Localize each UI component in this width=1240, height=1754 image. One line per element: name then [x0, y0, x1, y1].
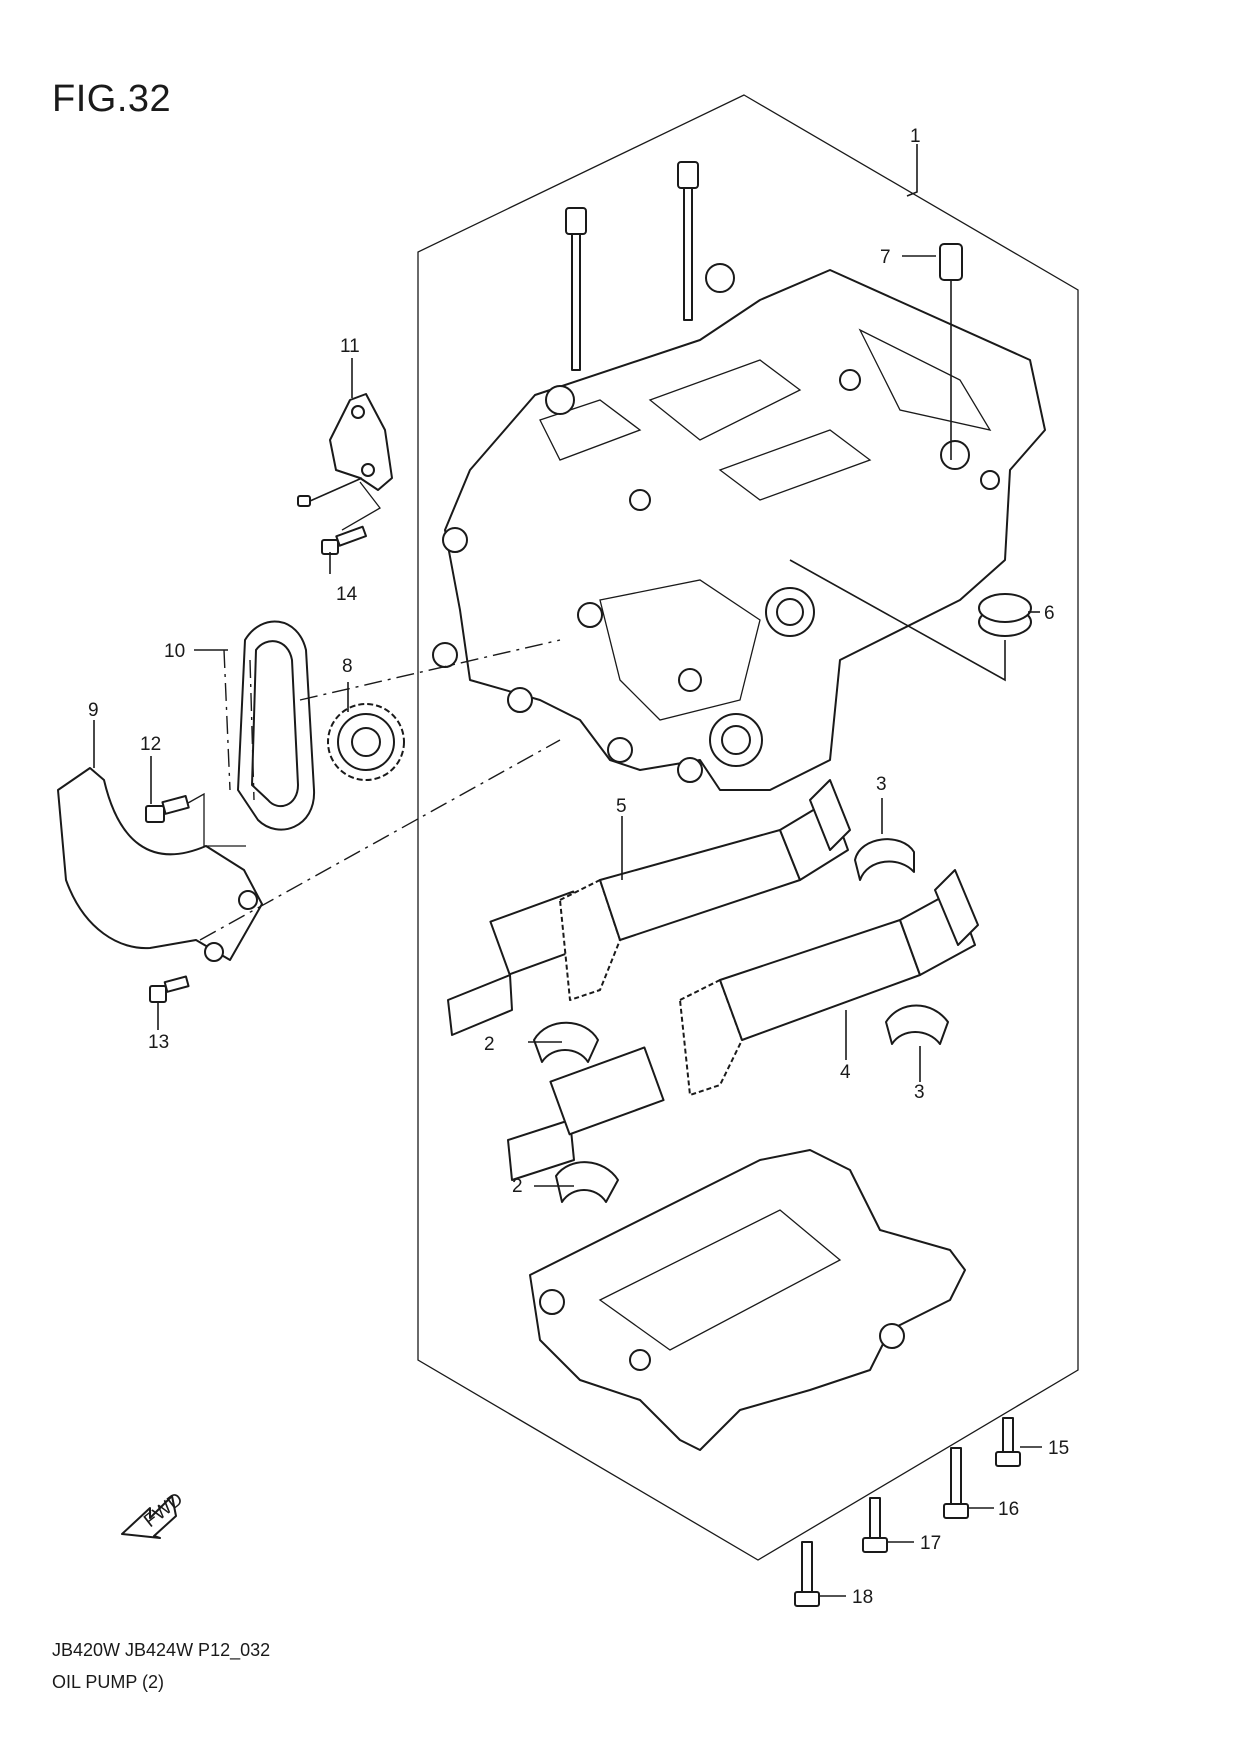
callout-17: 17: [920, 1533, 941, 1554]
figure-name-caption: OIL PUMP (2): [52, 1672, 165, 1692]
lower-bolt-part: [794, 1417, 1021, 1607]
callout-3: 3: [876, 774, 887, 795]
callout-5: 5: [616, 796, 627, 817]
timing-chain-part: [223, 620, 316, 831]
callout-18: 18: [852, 1587, 873, 1608]
callout-15: 15: [1048, 1438, 1069, 1459]
bearing-half-part: [533, 838, 949, 1203]
tensioner-bolt-part: [321, 525, 368, 555]
model-code-caption: JB420W JB424W P12_032: [52, 1640, 271, 1660]
chain-tensioner-part: [297, 393, 393, 531]
balancer-shaft-lower-part: [507, 869, 979, 1181]
alignment-centerline: [299, 639, 561, 701]
callout-4: 4: [840, 1062, 851, 1083]
callout-7: 7: [880, 247, 891, 268]
chain-guide-bolt-part: [145, 792, 246, 847]
callout-2: 2: [512, 1176, 523, 1197]
leader-lines: [93, 144, 1042, 1597]
callout-6: 6: [1044, 603, 1055, 624]
cover-bolt-part: [149, 975, 190, 1003]
seal-ring-part: [789, 559, 1032, 682]
callout-10: 10: [164, 641, 185, 662]
callout-3: 3: [914, 1082, 925, 1103]
lower-case-part: [529, 1149, 966, 1451]
figure-title: FIG.32: [52, 78, 172, 120]
upper-housing-part: [432, 263, 1046, 791]
callout-9: 9: [88, 700, 99, 721]
sprocket-part: [327, 703, 405, 781]
callout-8: 8: [342, 656, 353, 677]
callout-12: 12: [140, 734, 161, 755]
callout-11: 11: [340, 336, 360, 357]
long-bolt-part: [565, 161, 699, 371]
callout-1: 1: [910, 126, 921, 147]
cover-plate-part: [57, 767, 263, 962]
alignment-centerline: [199, 739, 561, 941]
callout-2: 2: [484, 1034, 495, 1055]
forward-direction-icon: FWD: [121, 1489, 187, 1539]
balancer-shaft-upper-part: [447, 779, 851, 1036]
dowel-pin-part: [939, 243, 963, 460]
callout-16: 16: [998, 1499, 1019, 1520]
callout-13: 13: [148, 1032, 169, 1053]
callout-14: 14: [336, 584, 358, 605]
assembly-frame: [417, 94, 1079, 1561]
